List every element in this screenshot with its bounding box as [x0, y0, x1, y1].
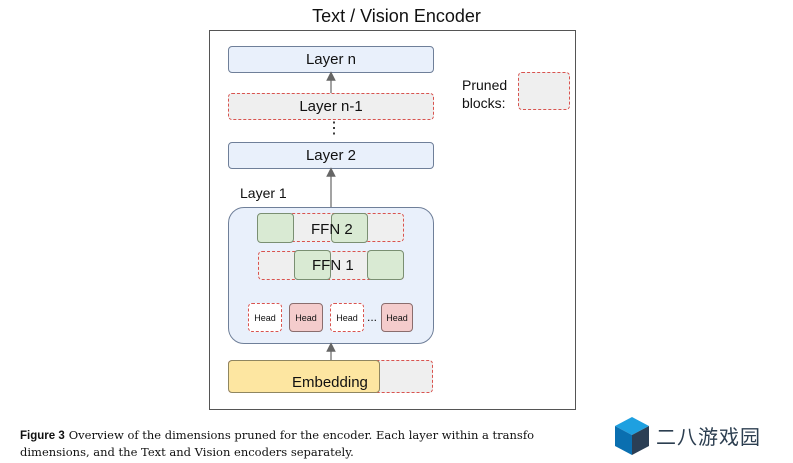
caption-line-2: dimensions, and the Text and Vision enco…	[20, 445, 354, 459]
encoder-frame	[209, 30, 576, 410]
legend-pruned-swatch	[518, 72, 570, 110]
heads-ellipsis: ...	[367, 310, 378, 324]
ffn1-kept-block-2	[367, 250, 404, 280]
watermark-cube-icon	[615, 417, 649, 455]
ffn2-kept-block-2	[331, 213, 368, 243]
ffn2-label: FFN 2	[311, 221, 353, 238]
embedding-box	[228, 360, 380, 393]
legend-label-line1: Pruned	[462, 77, 508, 93]
head-2-kept: Head	[289, 303, 323, 332]
caption-line-1: Overview of the dimensions pruned for th…	[68, 428, 535, 442]
legend-label: Pruned blocks:	[462, 76, 507, 112]
diagram-title: Text / Vision Encoder	[312, 6, 481, 26]
layers-ellipsis: ⋮	[326, 120, 342, 137]
head-4-kept: Head	[381, 303, 413, 332]
legend-label-line2: blocks:	[462, 95, 506, 111]
layer-n-minus-1-box: Layer n-1	[228, 93, 434, 120]
head-1-pruned: Head	[248, 303, 282, 332]
layer-1-label: Layer 1	[240, 185, 287, 201]
caption-figure-number: Figure 3	[20, 430, 65, 442]
embedding-label: Embedding	[292, 374, 368, 391]
ffn1-kept-block-1	[294, 250, 331, 280]
head-3-pruned: Head	[330, 303, 364, 332]
watermark-text: 二八游戏园	[656, 425, 761, 449]
ffn1-label: FFN 1	[312, 257, 354, 274]
ffn2-kept-block-1	[257, 213, 294, 243]
layer-n-box: Layer n	[228, 46, 434, 73]
layer-2-box: Layer 2	[228, 142, 434, 169]
